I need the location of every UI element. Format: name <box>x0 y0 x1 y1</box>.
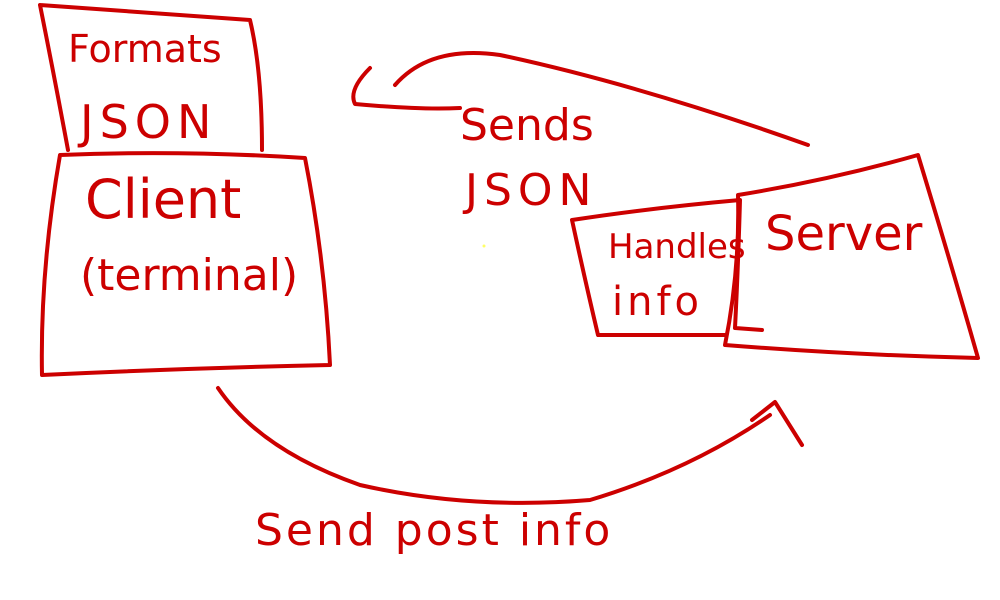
info-label: info <box>612 279 703 325</box>
formats-json-box <box>38 3 264 152</box>
send-post-info-arrow <box>216 386 804 505</box>
client-box <box>39 151 332 377</box>
stray-dot <box>482 244 486 248</box>
send-post-info-label: Send post info <box>255 505 613 556</box>
handles-label: Handles <box>608 227 746 267</box>
formats-label: Formats <box>68 27 222 71</box>
client-label: Client <box>85 168 241 231</box>
server-label: Server <box>765 206 923 262</box>
server-box <box>723 153 980 360</box>
sends-json-label: JSON <box>462 165 597 216</box>
sends-label: Sends <box>460 100 594 151</box>
terminal-label: (terminal) <box>80 250 298 301</box>
json-label: JSON <box>77 95 217 149</box>
sends-json-arrow <box>351 51 810 147</box>
